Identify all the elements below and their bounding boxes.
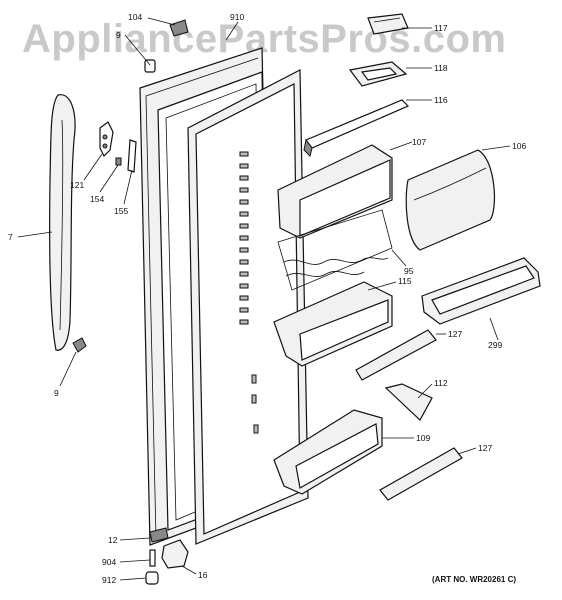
handle-screw-bottom xyxy=(72,337,87,353)
hinge-cover-12 xyxy=(149,527,169,543)
bin-front-127-upper xyxy=(355,329,437,381)
label-9-bottom: 9 xyxy=(54,388,59,398)
label-115: 115 xyxy=(398,276,412,286)
screw-154 xyxy=(115,157,122,166)
door-bin-109 xyxy=(273,409,383,495)
bin-front-127-lower xyxy=(379,447,463,501)
label-127-lower: 127 xyxy=(478,443,492,453)
label-104: 104 xyxy=(128,12,142,22)
label-106: 106 xyxy=(512,141,526,151)
door-shelf-299 xyxy=(421,257,541,325)
hinge-screw-top xyxy=(144,59,156,73)
label-107: 107 xyxy=(412,137,426,147)
label-109: 109 xyxy=(416,433,430,443)
door-shelf-107 xyxy=(277,144,393,239)
shelf-support-ribs xyxy=(239,151,259,434)
label-127-upper: 127 xyxy=(448,329,462,339)
trim-116 xyxy=(303,99,410,157)
handle-bracket xyxy=(99,121,114,158)
label-904: 904 xyxy=(102,557,116,567)
label-299: 299 xyxy=(488,340,502,350)
leader-lines xyxy=(17,17,511,581)
art-number: (ART NO. WR20261 C) xyxy=(432,575,516,584)
label-9-top: 9 xyxy=(116,30,121,40)
screw-904 xyxy=(149,549,156,567)
bin-divider-112 xyxy=(384,383,433,421)
hinge-bushing-912 xyxy=(145,571,159,585)
label-112: 112 xyxy=(434,378,448,388)
label-117: 117 xyxy=(434,23,448,33)
label-910: 910 xyxy=(230,12,244,22)
label-154: 154 xyxy=(90,194,104,204)
label-7: 7 xyxy=(8,232,13,242)
label-912: 912 xyxy=(102,575,116,585)
watermark-text: AppliancePartsPros.com xyxy=(22,17,507,61)
label-12: 12 xyxy=(108,535,118,545)
dairy-bin-118 xyxy=(348,61,408,87)
clip-155 xyxy=(127,139,137,173)
tilt-bin-106 xyxy=(405,149,496,251)
label-155: 155 xyxy=(114,206,128,216)
door-handle xyxy=(49,94,76,351)
hinge-cap-104 xyxy=(169,19,189,37)
label-121: 121 xyxy=(70,180,84,190)
label-116: 116 xyxy=(434,95,448,105)
wire-rack-95 xyxy=(277,209,393,291)
label-118: 118 xyxy=(434,63,448,73)
label-16: 16 xyxy=(198,570,208,580)
door-stop-16 xyxy=(161,539,189,569)
door-bin-115 xyxy=(273,281,393,367)
label-95: 95 xyxy=(404,266,414,276)
